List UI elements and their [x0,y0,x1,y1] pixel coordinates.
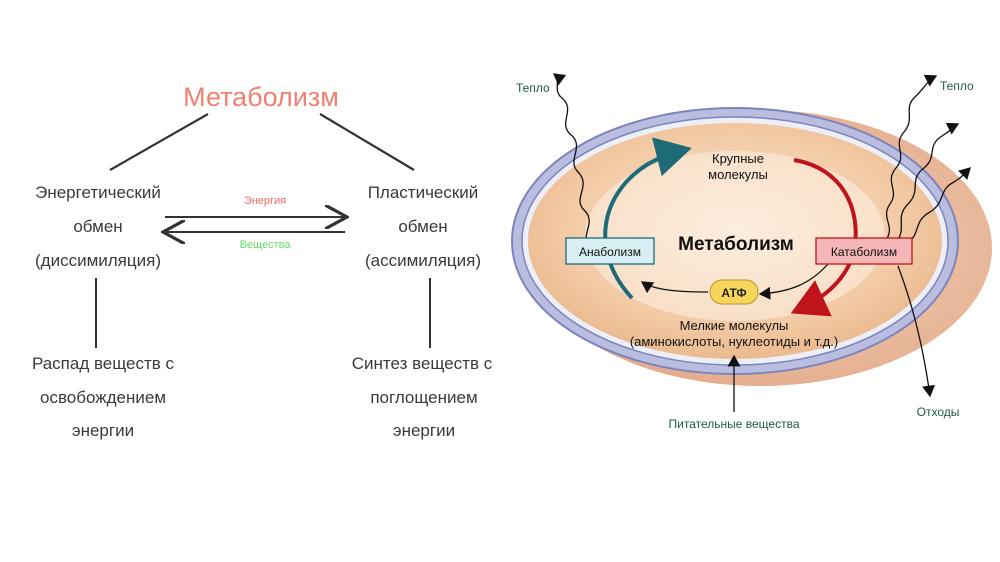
heat-left-label: Тепло [516,81,550,95]
plastic-exchange-line2: обмен [398,217,447,236]
right-diagram: Тепло Тепло АТФ Крупные молекулы Метабол… [511,73,992,431]
catabolism-box [815,237,913,265]
large-molecules-line2: молекулы [708,167,768,182]
atp-to-anabolism-arrow [640,281,709,294]
energy-exchange-line2: обмен [73,217,122,236]
small-molecules-line1: Мелкие молекулы [680,318,789,333]
catabolism-label: Катаболизм [831,245,897,259]
atp-label: АТФ [721,286,746,300]
metabolism-center-title: Метаболизм [678,234,794,255]
waste-arrow [897,265,936,398]
large-molecules-line1: Крупные [712,151,764,166]
waste-label: Отходы [917,405,960,419]
breakdown-line2: освобождением [40,388,166,407]
heat-right-wave-2 [895,122,960,243]
plastic-exchange-line1: Пластический [368,183,479,202]
energy-exchange-line1: Энергетический [35,183,161,202]
atp-capsule [709,279,759,305]
anabolism-label: Анаболизм [579,245,641,259]
heat-right-label: Тепло [940,79,974,93]
energy-exchange-line3: (диссимиляция) [35,251,161,270]
heat-right-wave-1 [885,74,938,241]
synthesis-line2: поглощением [370,388,477,407]
breakdown-line3: энергии [72,421,134,440]
substances-arrow-label: Вещества [240,239,292,251]
synthesis-line1: Синтез веществ с [352,354,493,373]
metabolism-title: Метаболизм [183,82,339,112]
connector-title-plastic [319,113,415,171]
nutrients-label: Питательные вещества [669,417,800,431]
plastic-exchange-line3: (ассимиляция) [365,251,481,270]
catabolism-to-atp-arrow [758,263,829,300]
heat-right-wave-3 [905,167,971,245]
anabolism-box [565,237,655,265]
connector-title-energy [109,113,209,171]
energy-arrow-label: Энергия [244,195,286,207]
anabolism-arrow [603,137,692,300]
breakdown-line1: Распад веществ с [32,354,175,373]
left-diagram: Метаболизм Энергетический обмен (диссими… [32,82,493,440]
small-molecules-line2: (аминокислоты, нуклеотиды и т.д.) [630,334,838,349]
heat-left-wave [552,73,591,249]
cell-glow [585,151,885,321]
synthesis-line3: энергии [393,421,455,440]
right-panel: Тепло Тепло АТФ Крупные молекулы Метабол… [498,58,1000,513]
left-panel: Метаболизм Энергетический обмен (диссими… [0,58,510,513]
